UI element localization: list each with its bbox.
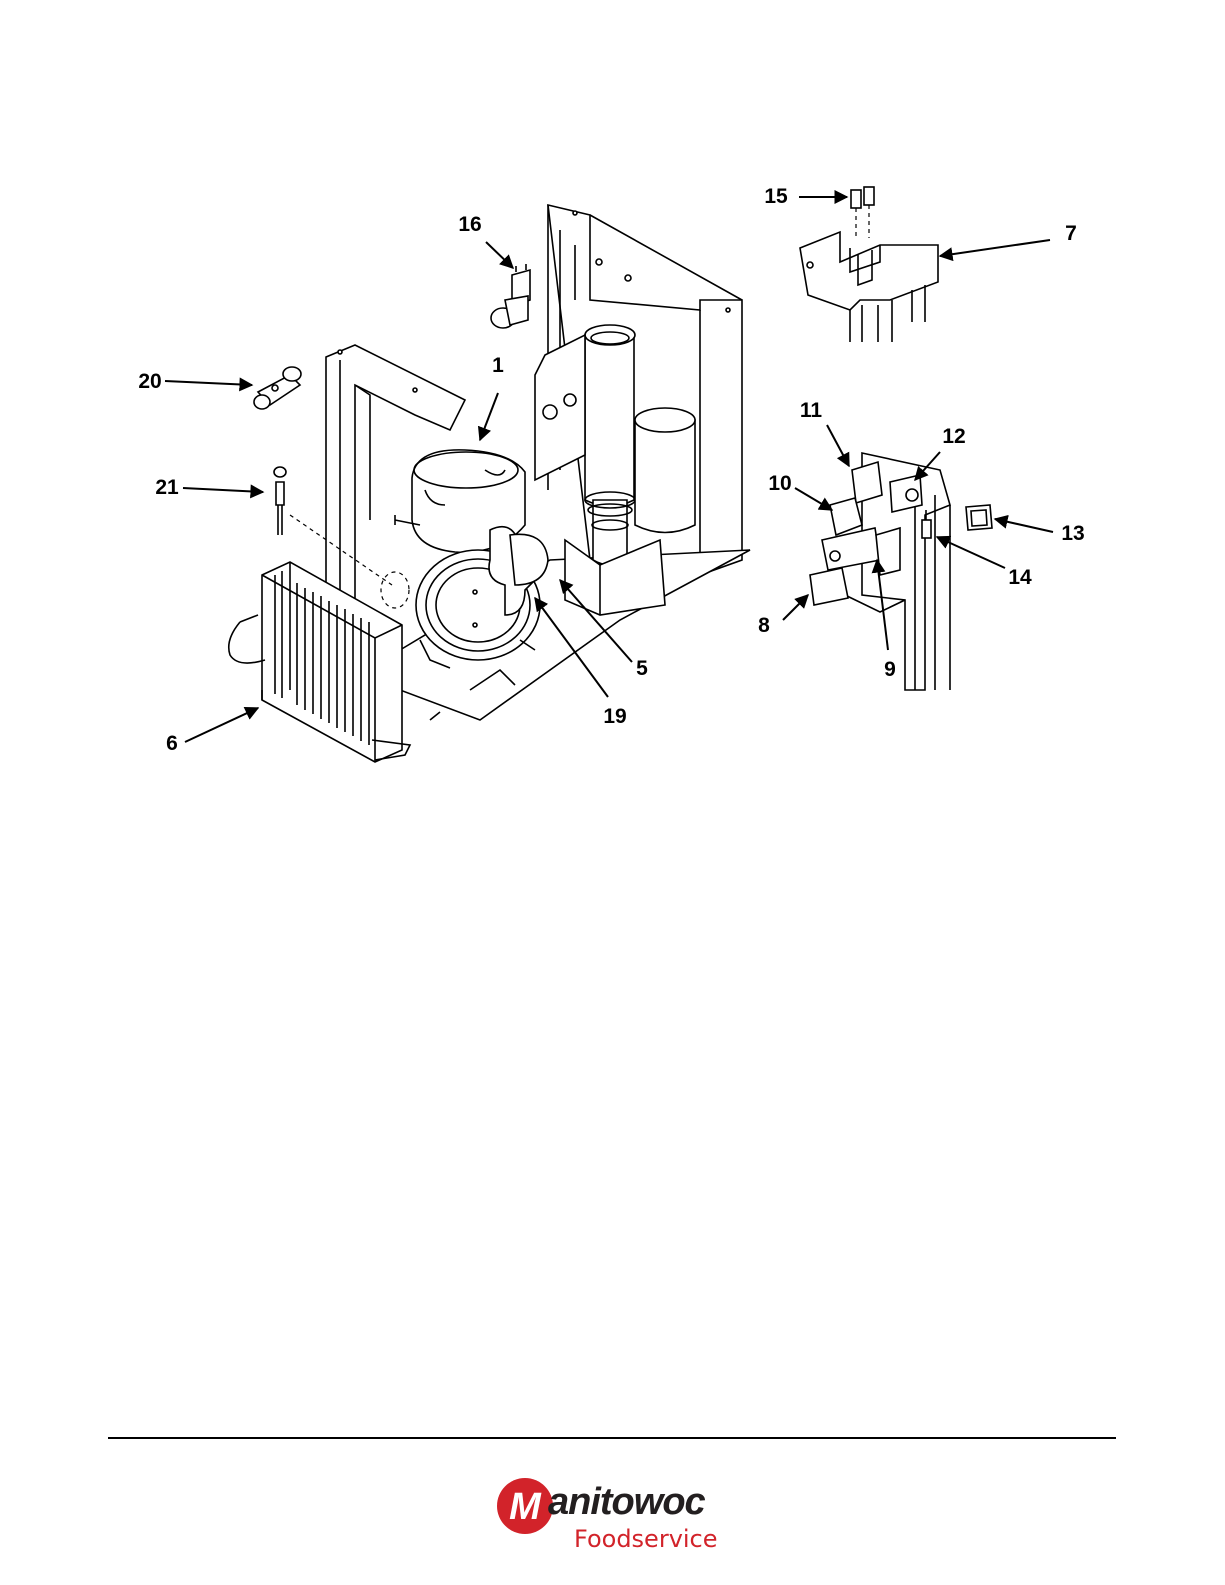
callout-21: 21 — [155, 476, 179, 499]
callout-12: 12 — [942, 425, 965, 448]
mounting-bracket — [535, 335, 585, 480]
rocker-switch — [966, 505, 992, 530]
callout-7: 7 — [1065, 222, 1077, 245]
logo-m-mark: M — [496, 1477, 556, 1535]
callout-16: 16 — [458, 213, 481, 236]
transformer — [810, 568, 848, 605]
callout-5: 5 — [636, 657, 648, 680]
callout-8: 8 — [758, 614, 770, 637]
access-valve — [274, 467, 286, 535]
solenoid-valve — [491, 264, 530, 328]
callout-10: 10 — [768, 472, 791, 495]
logo-wordmark: anitowoc — [548, 1481, 705, 1524]
manitowoc-logo: M anitowoc Foodservice — [496, 1475, 736, 1555]
fitting-detail-circle — [381, 572, 409, 608]
water-inlet-fitting — [254, 367, 301, 409]
callout-20: 20 — [138, 370, 161, 393]
footer-rule — [108, 1437, 1116, 1439]
callout-6: 6 — [166, 732, 178, 755]
condenser-coil — [229, 562, 410, 762]
logo-letter: M — [509, 1486, 542, 1528]
callout-15: 15 — [764, 185, 788, 208]
start-capacitor-relay — [830, 498, 862, 535]
callout-13: 13 — [1061, 522, 1084, 545]
control-box-cover — [800, 232, 938, 342]
callout-19: 19 — [603, 705, 626, 728]
fuse-holder — [876, 528, 900, 575]
exploded-parts-diagram: 1 5 6 7 8 9 10 11 12 13 14 15 16 19 20 2… — [0, 0, 1225, 800]
callout-9: 9 — [884, 658, 896, 681]
logo-subtitle: Foodservice — [574, 1525, 718, 1553]
contactor — [852, 462, 882, 503]
callout-14: 14 — [1008, 566, 1032, 589]
drive-motor — [635, 408, 695, 533]
terminal-block — [851, 187, 874, 240]
callout-1: 1 — [492, 354, 504, 377]
callout-11: 11 — [800, 399, 823, 422]
potential-relay — [890, 475, 922, 512]
